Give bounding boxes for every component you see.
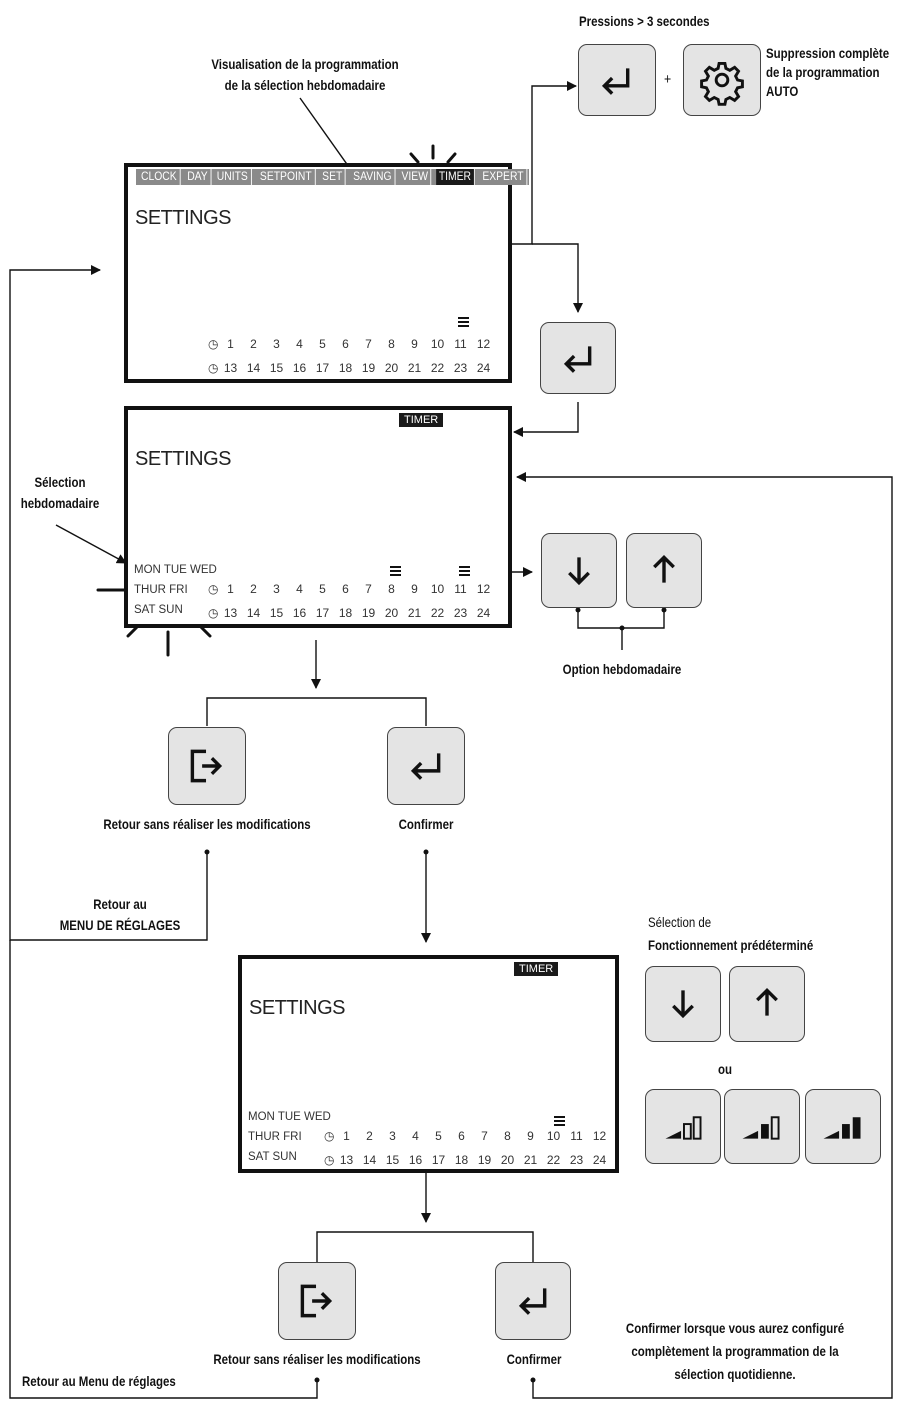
selection-hebdo-label-1: Sélection — [34, 474, 86, 490]
menu-bar: CLOCK DAY UNITS SETPOINT SET SAVING VIEW… — [136, 169, 530, 185]
program-marker — [458, 317, 469, 329]
signal-high-icon — [823, 1117, 861, 1139]
level-high-button[interactable] — [805, 1089, 881, 1164]
selection-de-label: Sélection de — [648, 914, 712, 930]
down-button-mid[interactable] — [541, 533, 617, 608]
exit-icon — [300, 1284, 333, 1318]
enter-icon — [601, 68, 630, 95]
program-marker — [554, 1116, 565, 1128]
menu-saving[interactable]: SAVING — [350, 169, 395, 185]
program-marker — [459, 566, 470, 578]
gear-icon — [700, 62, 744, 106]
enter-button-mid[interactable] — [540, 322, 616, 394]
option-hebdo-label: Option hebdomadaire — [562, 661, 682, 677]
clock-icon: ◷ — [208, 606, 219, 620]
clock-icon: ◷ — [208, 337, 219, 351]
retour-au-label-1: Retour au — [93, 896, 147, 912]
suppression-label-3: AUTO — [766, 83, 799, 99]
visualisation-label-1: Visualisation de la programmation — [211, 56, 399, 72]
signal-low-icon — [665, 1116, 702, 1140]
screen-title: SETTINGS — [135, 207, 232, 229]
up-arrow-icon — [653, 554, 675, 583]
confirmer-label-1: Confirmer — [398, 816, 454, 832]
level-mid-button[interactable] — [724, 1089, 800, 1164]
enter-button-confirm-1[interactable] — [387, 727, 465, 805]
visualisation-label-2: de la sélection hebdomadaire — [224, 77, 386, 93]
fonctionnement-label: Fonctionnement prédéterminé — [648, 937, 814, 953]
pressions-label: Pressions > 3 secondes — [579, 13, 710, 29]
up-button-mid[interactable] — [626, 533, 702, 608]
suppression-label-2: de la programmation — [766, 64, 880, 80]
plus-label: + — [664, 71, 672, 88]
exit-button-2[interactable] — [278, 1262, 356, 1340]
down-arrow-icon — [672, 990, 694, 1019]
confirmer-lorsque-label-2: complètement la programmation de la — [631, 1343, 839, 1359]
suppression-label-1: Suppression complète — [766, 45, 890, 61]
menu-day[interactable]: DAY — [184, 169, 211, 185]
menu-expert[interactable]: EXPERT — [479, 169, 527, 185]
enter-icon — [518, 1288, 547, 1315]
menu-timer[interactable]: TIMER — [435, 169, 475, 185]
screen-title: SETTINGS — [135, 448, 232, 470]
settings-button-top[interactable] — [683, 44, 761, 116]
clock-icon: ◷ — [324, 1153, 335, 1167]
enter-button-top[interactable] — [578, 44, 656, 116]
confirmer-label-2: Confirmer — [506, 1351, 562, 1367]
clock-icon: ◷ — [208, 361, 219, 375]
screen-title: SETTINGS — [249, 997, 346, 1019]
clock-icon: ◷ — [208, 582, 219, 596]
timer-badge: TIMER — [514, 962, 559, 976]
selection-hebdo-label-2: hebdomadaire — [20, 495, 100, 511]
confirmer-lorsque-label-1: Confirmer lorsque vous aurez configuré — [625, 1320, 845, 1336]
menu-clock[interactable]: CLOCK — [138, 169, 181, 185]
down-button-right[interactable] — [645, 966, 721, 1042]
menu-view[interactable]: VIEW — [399, 169, 432, 185]
enter-icon — [410, 753, 441, 780]
enter-button-confirm-2[interactable] — [495, 1262, 571, 1340]
retour-sans-label-2: Retour sans réaliser les modifications — [213, 1351, 421, 1367]
retour-menu-label: Retour au Menu de réglages — [22, 1373, 176, 1389]
down-arrow-icon — [568, 557, 590, 586]
enter-icon — [563, 346, 592, 373]
program-marker — [390, 566, 401, 578]
menu-setpoint[interactable]: SETPOINT — [257, 169, 316, 185]
timer-badge: TIMER — [399, 413, 444, 427]
menu-set[interactable]: SET — [320, 169, 347, 185]
exit-button-1[interactable] — [168, 727, 246, 805]
clock-icon: ◷ — [324, 1129, 335, 1143]
up-button-right[interactable] — [729, 966, 805, 1042]
retour-au-label-2: MENU DE RÉGLAGES — [59, 917, 181, 933]
retour-sans-label-1: Retour sans réaliser les modifications — [103, 816, 311, 832]
signal-mid-icon — [742, 1116, 780, 1140]
confirmer-lorsque-label-3: sélection quotidienne. — [674, 1366, 796, 1382]
up-arrow-icon — [756, 987, 778, 1016]
menu-units[interactable]: UNITS — [214, 169, 252, 185]
ou-label: ou — [717, 1061, 733, 1077]
level-low-button[interactable] — [645, 1089, 721, 1164]
exit-icon — [190, 749, 223, 783]
display-screen-menu: CLOCK DAY UNITS SETPOINT SET SAVING VIEW… — [124, 163, 530, 383]
